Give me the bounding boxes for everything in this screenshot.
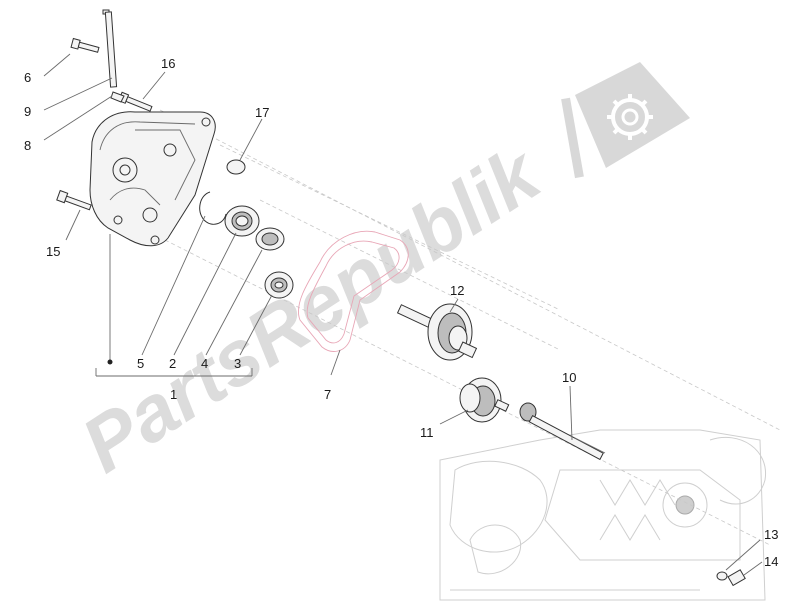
callout-11: 11: [420, 425, 434, 440]
reference-dot: [107, 359, 113, 365]
callout-1: 1: [170, 387, 177, 402]
o-ring-17: [226, 159, 246, 175]
engine-case-outline: [439, 429, 766, 601]
washer-13: [716, 571, 728, 581]
bolt-15: [56, 189, 92, 211]
callout-16: 16: [161, 56, 175, 71]
callout-17: 17: [255, 105, 269, 120]
callout-6: 6: [24, 70, 31, 85]
bearing-2: [224, 205, 260, 237]
callout-4: 4: [201, 356, 208, 371]
gasket-7: [298, 230, 409, 352]
callout-13: 13: [764, 527, 778, 542]
callout-labels: 6 9 8 16 17 15 5 2 4 3 1 7 12 10 11 13 1…: [24, 56, 778, 569]
callout-2: 2: [169, 356, 176, 371]
callout-10: 10: [562, 370, 576, 385]
callout-3: 3: [234, 356, 241, 371]
circlip: [199, 191, 227, 225]
drain-plug-14: [727, 569, 746, 587]
gear-11: [459, 377, 510, 423]
gasket-7-inner: [306, 240, 400, 344]
watermark-logo-icon: [561, 62, 690, 179]
callout-15: 15: [46, 244, 60, 259]
bolt-6: [70, 37, 100, 53]
callout-14: 14: [764, 554, 778, 569]
leader-lines: [43, 53, 763, 576]
callout-9: 9: [24, 104, 31, 119]
shaft-10: [519, 402, 606, 461]
dipstick-rod-9: [102, 9, 118, 88]
callout-8: 8: [24, 138, 31, 153]
callout-7: 7: [324, 387, 331, 402]
seal-4: [255, 227, 285, 251]
transmission-cover: [89, 111, 216, 247]
callout-5: 5: [137, 356, 144, 371]
bearing-3: [264, 271, 294, 299]
callout-12: 12: [450, 283, 464, 298]
gear-shaft-12: [396, 303, 478, 361]
